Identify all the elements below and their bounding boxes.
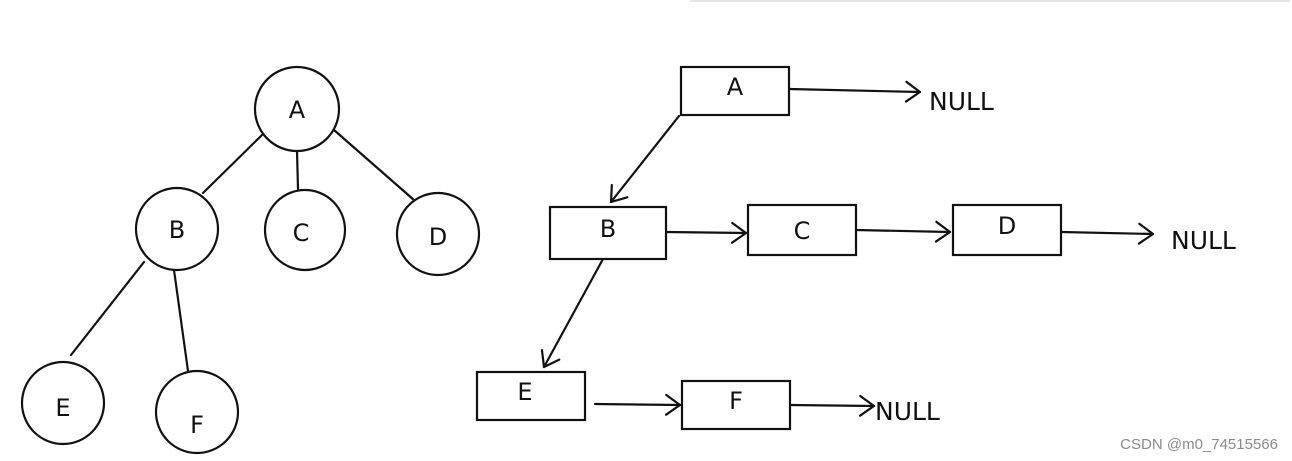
sibling-link-e-f <box>593 393 682 416</box>
tree-node-circle <box>134 186 220 272</box>
tree-node-label: A <box>289 96 306 124</box>
tree-node-b: B <box>134 186 220 272</box>
list-box-e: E <box>475 370 587 422</box>
link-line <box>1059 230 1155 236</box>
child-link-b-e <box>540 257 605 369</box>
link-line <box>542 257 605 369</box>
arrowhead <box>1137 222 1155 245</box>
list-box-label: A <box>727 73 744 101</box>
list-box-a: A <box>679 65 791 117</box>
tree-edge-a-d <box>332 128 416 202</box>
list-box-rect <box>679 65 791 117</box>
tree-nodes: A B C D E F <box>20 65 481 455</box>
link-line <box>593 402 682 407</box>
tree-node-e: E <box>20 360 106 446</box>
arrowhead <box>664 393 682 416</box>
list-box-f: F <box>680 379 792 431</box>
tree-edge-b-e <box>69 260 146 357</box>
tree-node-label: D <box>429 223 447 251</box>
list-box-rect <box>680 379 792 431</box>
null-label-3: NULL <box>875 397 940 426</box>
tree-node-circle <box>154 369 240 455</box>
list-box-rect <box>951 203 1063 257</box>
tree-node-label: F <box>190 411 204 439</box>
arrowhead <box>904 80 922 103</box>
tree-node-label: E <box>55 394 70 422</box>
arrowhead <box>540 349 561 369</box>
list-box-rect <box>746 203 858 257</box>
child-link-a-b <box>609 114 681 204</box>
tree-edges <box>69 128 416 373</box>
sibling-link-a-null1 <box>787 80 922 103</box>
tree-node-circle <box>20 360 106 446</box>
null-labels: NULL NULL NULL <box>875 87 1236 426</box>
tree-node-label: C <box>293 219 310 247</box>
list-box-label: F <box>729 387 743 415</box>
sibling-link-c-d <box>854 220 952 243</box>
null-label-1: NULL <box>929 87 994 116</box>
link-line <box>609 114 681 204</box>
tree-edge-a-c <box>295 149 300 191</box>
list-box-b: B <box>548 205 668 261</box>
arrowhead <box>609 183 629 204</box>
list-box-d: D <box>951 203 1063 257</box>
sibling-link-f-null3 <box>788 394 876 417</box>
list-box-c: C <box>746 203 858 257</box>
list-box-label: B <box>600 215 616 243</box>
arrowhead <box>858 394 876 417</box>
child-sibling-links <box>540 80 1155 417</box>
link-line <box>787 87 922 94</box>
tree-node-circle <box>263 188 347 272</box>
tree-node-label: B <box>169 216 185 244</box>
list-box-label: C <box>794 217 811 245</box>
tree-edge-b-f <box>172 268 190 373</box>
tree-node-f: F <box>154 369 240 455</box>
tree-node-a: A <box>253 65 341 153</box>
null-label-2: NULL <box>1171 226 1236 255</box>
list-box-rect <box>475 370 587 422</box>
tree-node-circle <box>253 65 341 153</box>
top-edge-bar <box>690 0 1290 2</box>
link-line <box>788 403 876 408</box>
tree-node-d: D <box>395 191 481 277</box>
watermark: CSDN @m0_74515566 <box>1120 436 1278 453</box>
list-box-label: D <box>998 212 1016 240</box>
tree-node-circle <box>395 191 481 277</box>
list-box-rect <box>548 205 668 261</box>
link-line <box>664 230 748 235</box>
child-sibling-boxes: A B C D E F <box>475 65 1063 431</box>
list-box-label: E <box>517 378 532 406</box>
tree-node-c: C <box>263 188 347 272</box>
link-line <box>854 228 952 234</box>
arrowhead <box>934 220 952 243</box>
sibling-link-d-null2 <box>1059 222 1155 245</box>
arrowhead <box>730 221 748 244</box>
tree-edge-a-b <box>201 133 264 195</box>
sibling-link-b-c <box>664 221 748 244</box>
